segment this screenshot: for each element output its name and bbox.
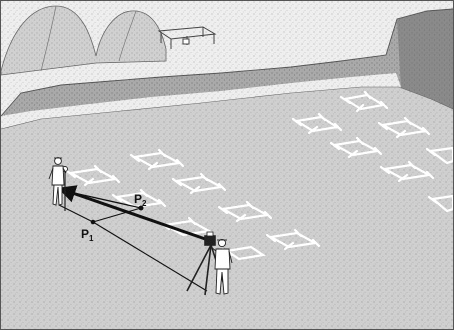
scene-svg: P2 P1 [1,1,453,329]
excavation-survey-illustration: P2 P1 [0,0,454,330]
